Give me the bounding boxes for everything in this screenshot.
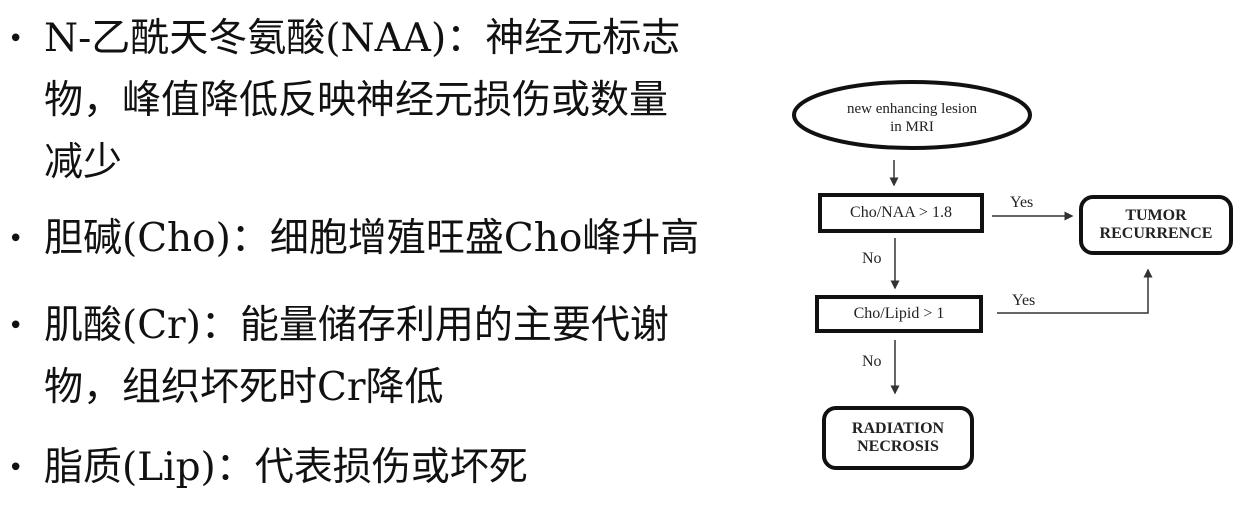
bullet-dot-icon: • xyxy=(8,311,24,341)
decision-cho-naa: Cho/NAA > 1.8 xyxy=(818,193,984,233)
tumor-line1: TUMOR xyxy=(1125,207,1187,224)
start-line1: new enhancing lesion xyxy=(847,101,977,117)
tumor-line2: RECURRENCE xyxy=(1099,225,1213,242)
flowchart: new enhancing lesion in MRI Cho/NAA > 1.… xyxy=(790,80,1250,500)
bullet-cho-line1: 胆碱(Cho)：细胞增殖旺盛Cho峰升高 xyxy=(44,216,700,261)
yes-label-1: Yes xyxy=(1010,194,1034,211)
bullet-dot-icon: • xyxy=(8,24,24,54)
no-label-2: No xyxy=(862,353,882,370)
bullet-naa-line3: 减少 xyxy=(44,140,123,185)
necrosis-line1: RADIATION xyxy=(851,420,945,437)
bullet-lip-line1: 脂质(Lip)：代表损伤或坏死 xyxy=(44,445,528,490)
decision-cho-lipid: Cho/Lipid > 1 xyxy=(815,295,983,333)
outcome-radiation-necrosis: RADIATION NECROSIS xyxy=(822,406,974,470)
outcome-tumor-recurrence: TUMOR RECURRENCE xyxy=(1079,195,1233,255)
bullet-dot-icon: • xyxy=(8,453,24,483)
start-node-label: new enhancing lesion in MRI xyxy=(810,100,1014,136)
necrosis-line2: NECROSIS xyxy=(857,438,939,455)
bullet-cr-line1: 肌酸(Cr)：能量储存利用的主要代谢 xyxy=(44,303,669,348)
yes-label-2: Yes xyxy=(1012,292,1036,309)
flowchart-connectors xyxy=(792,80,1153,395)
no-label-1: No xyxy=(862,250,882,267)
bullet-naa-line2: 物，峰值降低反映神经元损伤或数量 xyxy=(44,78,669,123)
bullet-dot-icon: • xyxy=(8,224,24,254)
start-line2: in MRI xyxy=(890,119,934,135)
bullet-naa-line1: N-乙酰天冬氨酸(NAA)：神经元标志 xyxy=(44,16,681,61)
bullet-cr-line2: 物，组织坏死时Cr降低 xyxy=(44,365,444,410)
